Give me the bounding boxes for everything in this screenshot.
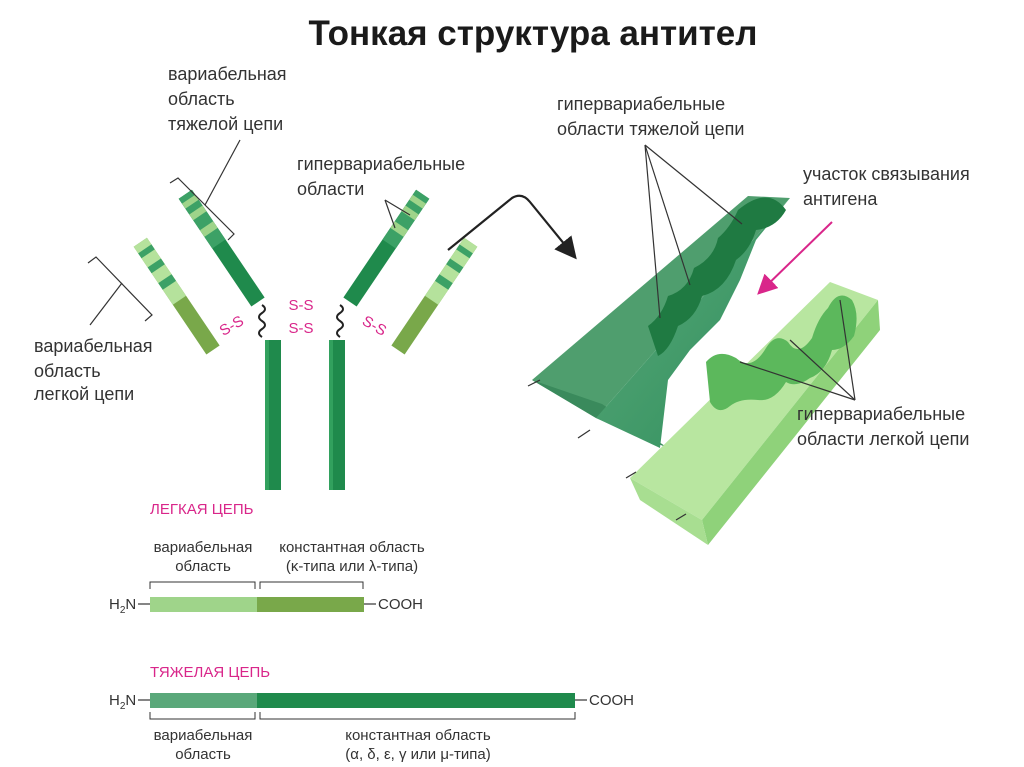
svg-text:область: область — [168, 89, 235, 109]
heavy-chain-schematic: ТЯЖЕЛАЯ ЦЕПЬ H2N COOH вариабельная облас… — [109, 664, 634, 763]
light-block-face — [702, 300, 880, 545]
antigen-binding-arrow — [757, 221, 833, 295]
ss-bond-left: S-S — [217, 312, 247, 339]
light-c-terminus: COOH — [378, 596, 423, 613]
svg-text:вариабельная: вариабельная — [154, 539, 253, 556]
heavy-chain-title: ТЯЖЕЛАЯ ЦЕПЬ — [150, 664, 270, 681]
light-n-terminus: H2N — [109, 596, 136, 616]
ss-bond-right: S-S — [359, 312, 389, 339]
heavy-variable-bar — [150, 693, 257, 708]
zoom-arrow — [447, 194, 577, 260]
label-light-variable: вариабельная область легкой цепи — [34, 256, 153, 404]
light-arm-left — [133, 237, 220, 355]
svg-text:область: область — [175, 746, 231, 763]
light-hypervariable-loops — [706, 295, 857, 411]
svg-text:константная область: константная область — [345, 727, 491, 744]
svg-text:(α, δ, ε, γ или μ-типа): (α, δ, ε, γ или μ-типа) — [345, 746, 490, 763]
heavy-arm-right — [343, 189, 430, 307]
light-arm-right — [391, 237, 478, 355]
ss-bond-2: S-S — [288, 320, 313, 337]
svg-text:гипервариабельные: гипервариабельные — [557, 94, 725, 114]
heavy-hypervariable-loops — [648, 197, 786, 356]
svg-text:участок связывания: участок связывания — [803, 164, 970, 184]
svg-text:гипервариабельные: гипервариабельные — [797, 404, 965, 424]
svg-text:области легкой цепи: области легкой цепи — [797, 429, 969, 449]
svg-text:константная область: константная область — [279, 539, 425, 556]
label-antigen-binding: участок связывания антигена — [757, 164, 970, 295]
label-heavy-variable: вариабельная область тяжелой цепи — [168, 64, 287, 241]
label-heavy-hypervariable: гипервариабельные области тяжелой цепи — [557, 94, 744, 319]
light-constant-bar — [257, 597, 364, 612]
label-hypervariable: гипервариабельные области — [297, 154, 465, 229]
svg-text:области тяжелой цепи: области тяжелой цепи — [557, 119, 744, 139]
heavy-constant-bar — [257, 693, 575, 708]
hinge-left — [258, 304, 266, 338]
light-variable-bar — [150, 597, 257, 612]
svg-text:легкой цепи: легкой цепи — [34, 384, 134, 404]
zoom-blocks — [527, 196, 880, 545]
svg-text:область: область — [175, 558, 231, 575]
light-chain-schematic: ЛЕГКАЯ ЦЕПЬ вариабельная область констан… — [109, 501, 425, 616]
antibody-y: S-S S-S S-S S-S — [133, 189, 478, 490]
svg-text:антигена: антигена — [803, 189, 878, 209]
heavy-arm-left — [178, 189, 265, 307]
svg-text:вариабельная: вариабельная — [34, 336, 153, 356]
slide-title: Тонкая структура антител — [308, 14, 757, 53]
light-chain-title: ЛЕГКАЯ ЦЕПЬ — [150, 501, 254, 518]
svg-text:область: область — [34, 361, 101, 381]
svg-text:(κ-типа или λ-типа): (κ-типа или λ-типа) — [286, 558, 418, 575]
svg-text:гипервариабельные: гипервариабельные — [297, 154, 465, 174]
hinge-right — [336, 304, 344, 338]
ss-bond-1: S-S — [288, 297, 313, 314]
svg-text:тяжелой цепи: тяжелой цепи — [168, 114, 283, 134]
heavy-n-terminus: H2N — [109, 692, 136, 712]
svg-text:вариабельная: вариабельная — [168, 64, 287, 84]
label-light-hypervariable: гипервариабельные области легкой цепи — [739, 299, 969, 449]
svg-text:вариабельная: вариабельная — [154, 727, 253, 744]
heavy-block-face — [596, 198, 790, 448]
svg-text:области: области — [297, 179, 364, 199]
heavy-c-terminus: COOH — [589, 692, 634, 709]
